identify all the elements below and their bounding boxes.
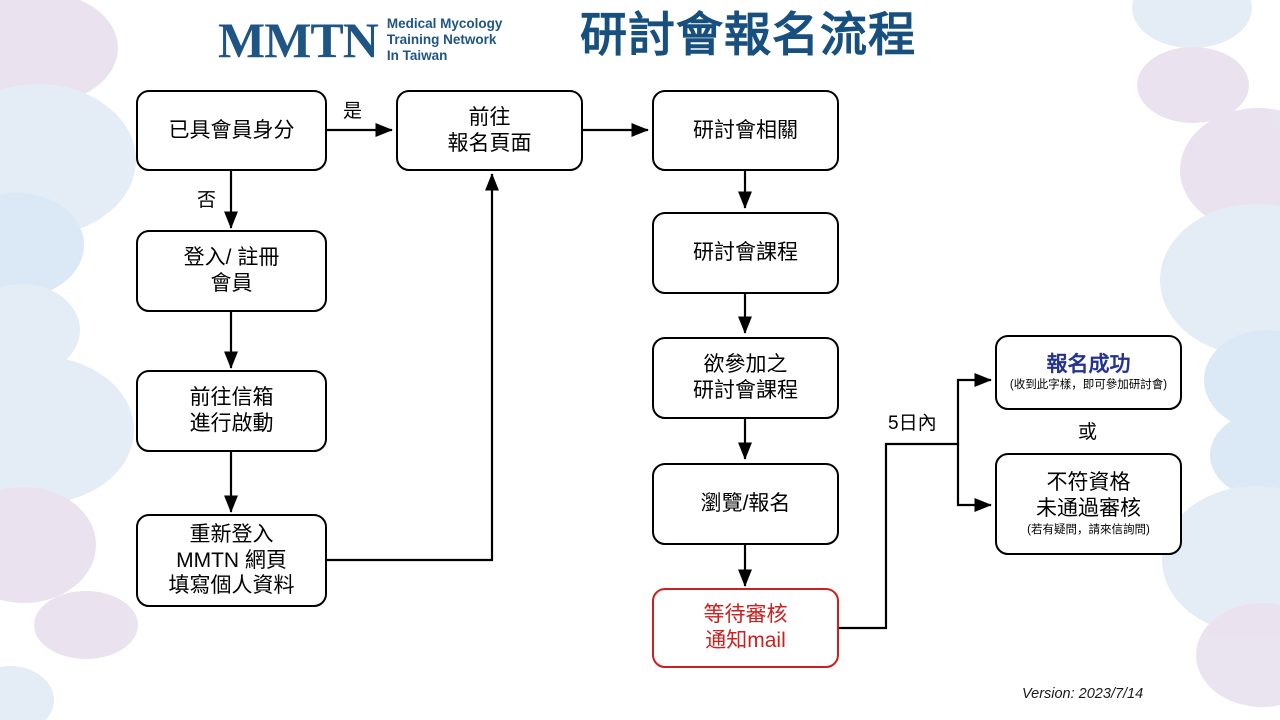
edge-await-notqualified — [956, 444, 992, 513]
node-seminar-course[interactable]: 研討會課程 — [652, 212, 839, 294]
edge-await-success — [838, 372, 992, 630]
node-desired-course[interactable]: 欲參加之 研討會課程 — [652, 337, 839, 419]
node-browse-signup-line-1: 瀏覽/報名 — [700, 492, 791, 516]
node-seminar-course-line-1: 研討會課程 — [693, 241, 798, 265]
node-login-register-line-1: 登入/ 註冊 — [183, 246, 280, 270]
logo-tagline-line-3: In Taiwan — [386, 47, 448, 63]
edge-relogin-back-to-signup — [327, 173, 500, 562]
node-mailbox-activate-line-1: 前往信箱 — [189, 386, 274, 410]
edge-label-within-5-days: 5日內 — [888, 413, 937, 434]
node-relogin-profile[interactable]: 重新登入 MMTN 網頁 填寫個人資料 — [136, 514, 327, 607]
node-goto-signup-line-1: 前往 — [468, 105, 511, 129]
node-signup-success-note: (收到此字樣，即可參加研討會) — [1009, 379, 1168, 392]
node-desired-course-line-1: 欲參加之 — [703, 353, 788, 377]
node-not-qualified-line-2: 未通過審核 — [1036, 497, 1141, 521]
node-mailbox-activate-line-2: 進行啟動 — [189, 412, 274, 435]
node-goto-signup-line-2: 報名頁面 — [447, 131, 532, 155]
node-goto-signup[interactable]: 前往 報名頁面 — [396, 90, 583, 171]
edge-label-no: 否 — [197, 190, 217, 211]
mmtn-logo: MMTN Medical Mycology Training Network I… — [218, 8, 568, 72]
version-label: Version: 2023/7/14 — [1022, 686, 1144, 702]
node-relogin-profile-line-3: 填寫個人資料 — [168, 574, 295, 598]
page-title: 研討會報名流程 — [580, 8, 916, 61]
node-not-qualified[interactable]: 不符資格 未通過審核 (若有疑問，請來信詢問) — [995, 453, 1182, 555]
logo-wordmark: MMTN — [218, 12, 379, 68]
logo-tagline: Medical Mycology Training Network In Tai… — [387, 16, 503, 63]
node-browse-signup[interactable]: 瀏覽/報名 — [652, 463, 839, 545]
node-await-review[interactable]: 等待審核 通知mail — [652, 588, 839, 668]
logo-tagline-line-2: Training Network — [386, 32, 497, 48]
node-signup-success[interactable]: 報名成功 (收到此字樣，即可參加研討會) — [995, 335, 1182, 410]
node-login-register[interactable]: 登入/ 註冊 會員 — [136, 230, 327, 312]
node-login-register-line-2: 會員 — [210, 272, 253, 295]
node-desired-course-line-2: 研討會課程 — [693, 379, 798, 402]
edge-label-or: 或 — [1078, 422, 1098, 443]
node-seminar-related[interactable]: 研討會相關 — [652, 90, 839, 171]
node-signup-success-line-1: 報名成功 — [1046, 352, 1131, 376]
node-member-check-line-1: 已具會員身分 — [168, 118, 295, 142]
node-relogin-profile-line-1: 重新登入 — [189, 523, 274, 547]
node-seminar-related-line-1: 研討會相關 — [693, 118, 798, 142]
logo-tagline-line-1: Medical Mycology — [386, 16, 503, 32]
edge-label-yes: 是 — [343, 101, 363, 122]
node-mailbox-activate[interactable]: 前往信箱 進行啟動 — [136, 370, 327, 452]
node-await-review-line-1: 等待審核 — [703, 603, 788, 627]
node-not-qualified-note: (若有疑問，請來信詢問) — [1027, 523, 1150, 536]
node-await-review-line-2: 通知mail — [705, 629, 786, 652]
node-member-check[interactable]: 已具會員身分 — [136, 90, 327, 171]
node-relogin-profile-line-2: MMTN 網頁 — [176, 548, 287, 572]
node-not-qualified-line-1: 不符資格 — [1046, 471, 1131, 495]
